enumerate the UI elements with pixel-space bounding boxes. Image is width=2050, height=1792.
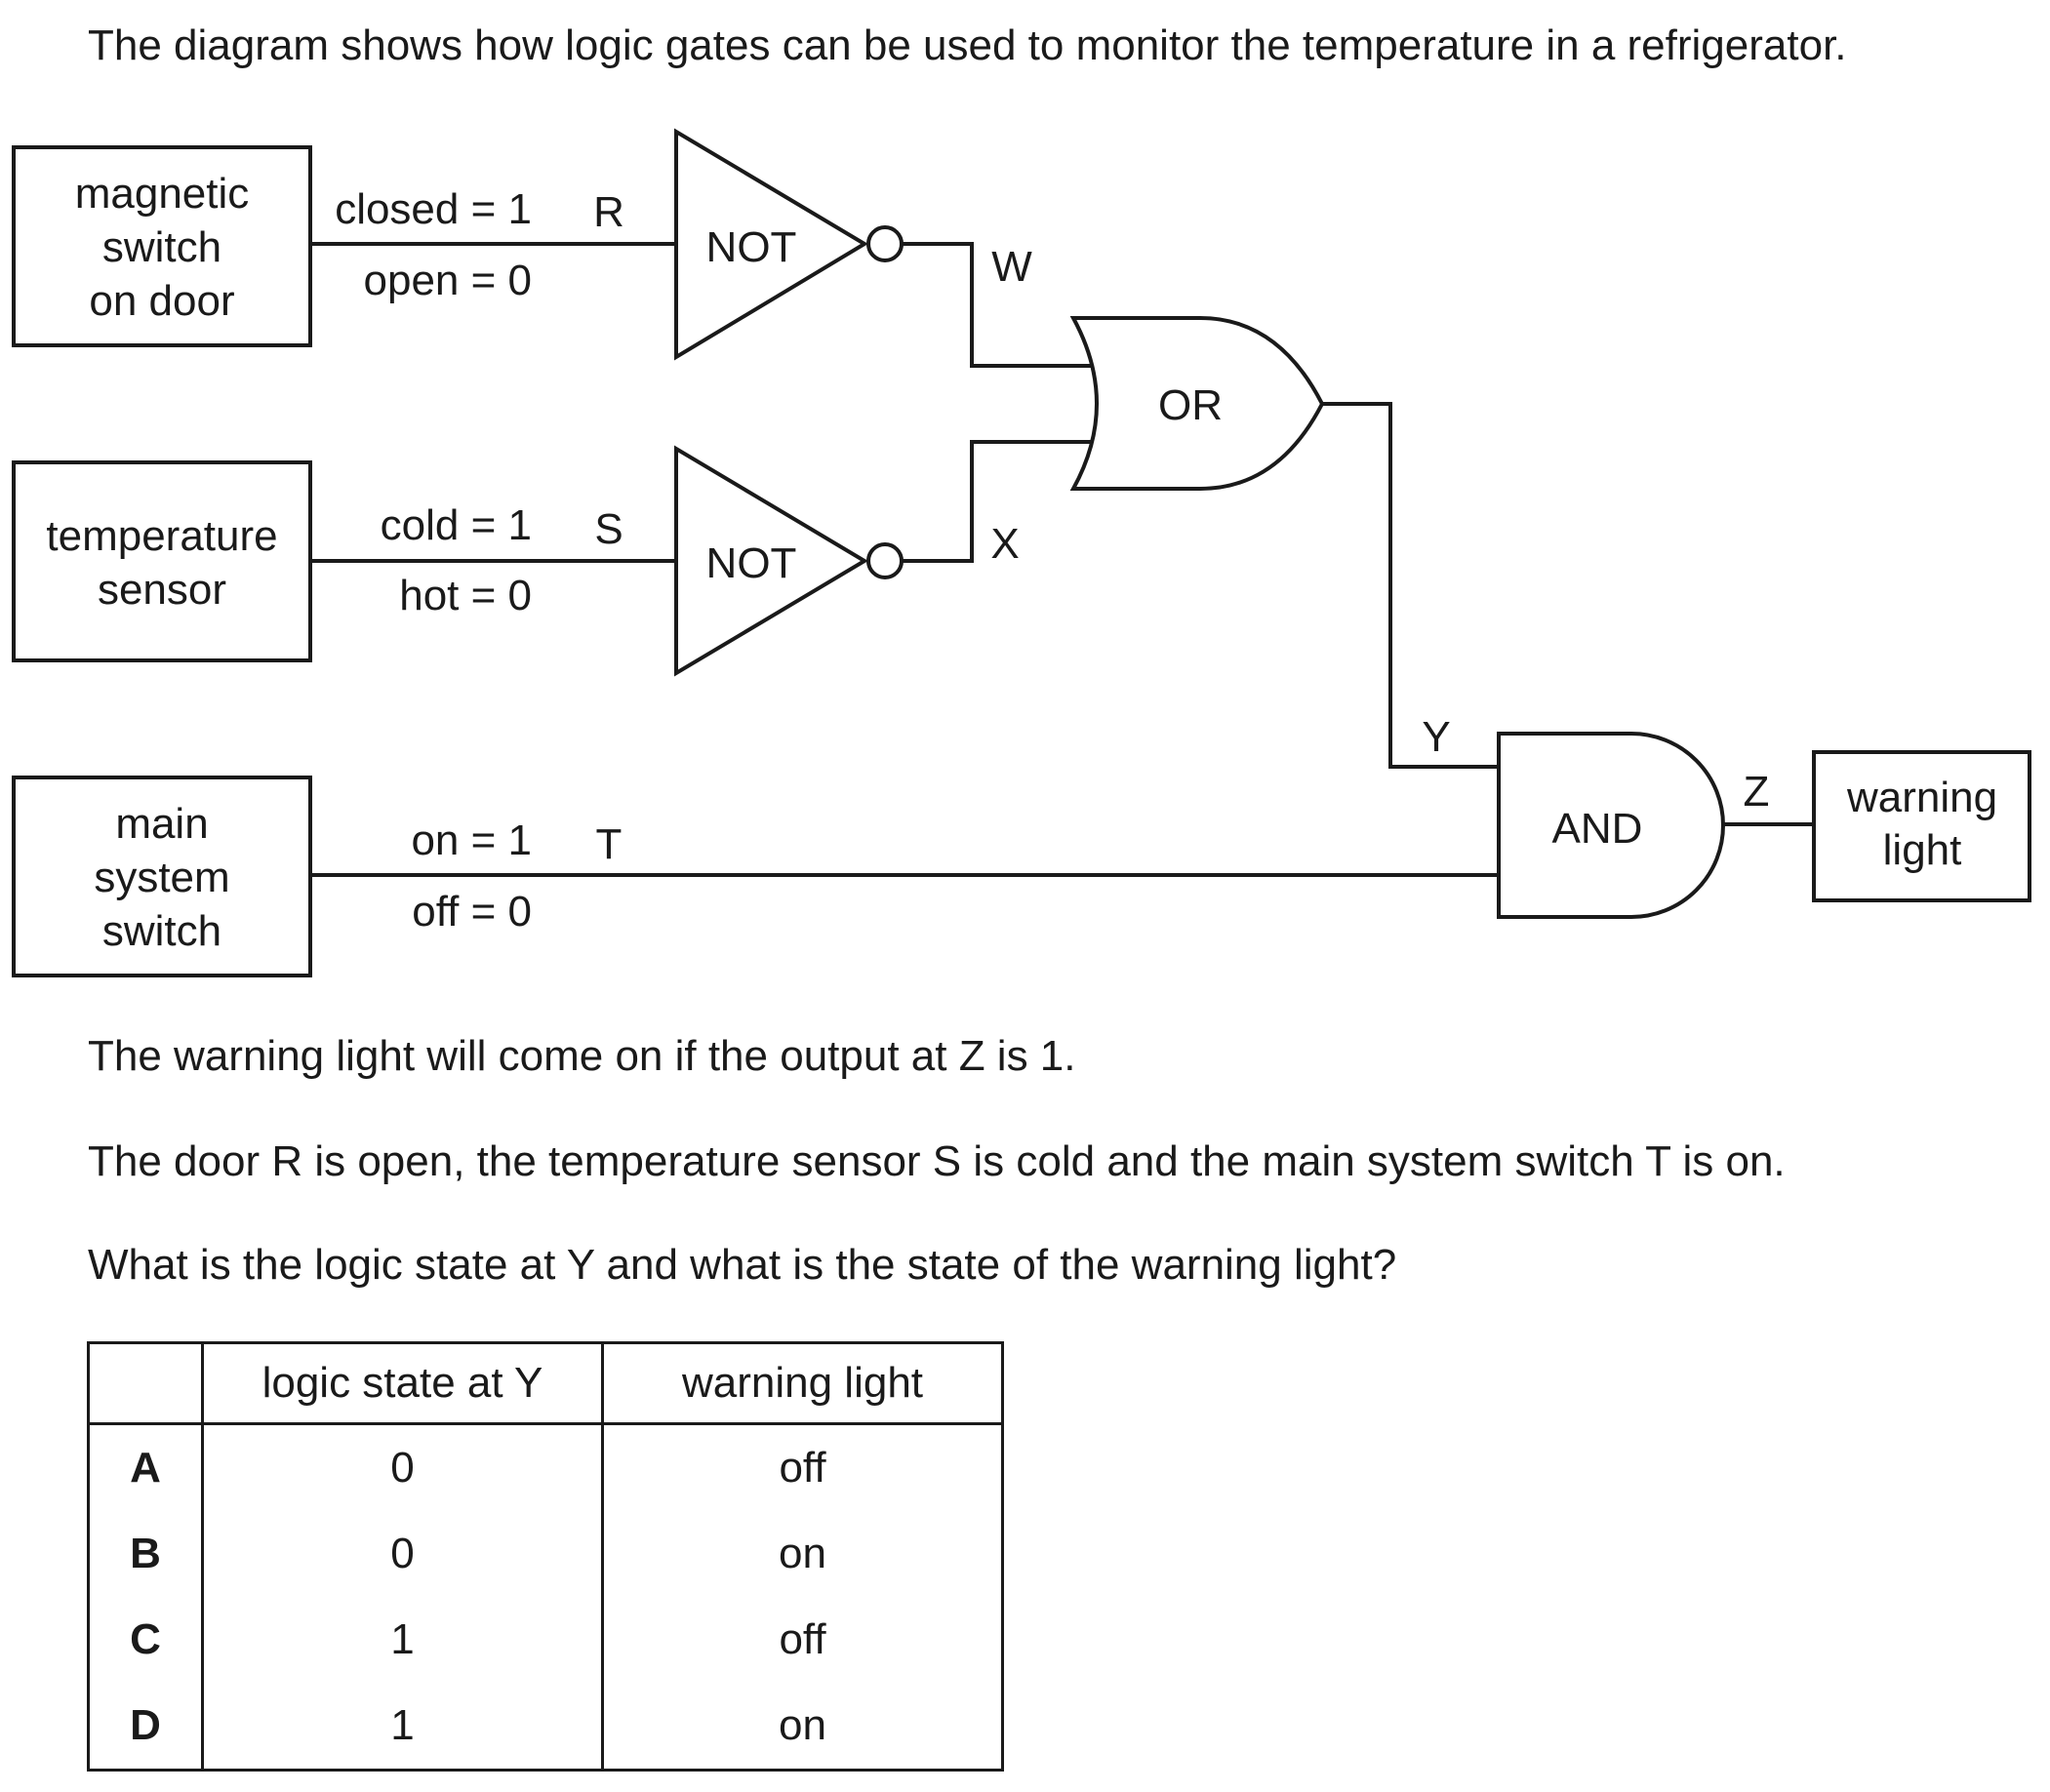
option-letter: A [87,1423,204,1511]
signal-r-label: R [593,188,624,236]
option-letter: C [87,1597,204,1683]
option-light-state: on [601,1511,1004,1597]
door-closed-label: closed = 1 [335,185,532,233]
wire-w [902,242,1093,368]
header-warning-light: warning light [601,1341,1004,1425]
not-gate-2-bubble [866,542,904,579]
option-logic-state: 1 [201,1597,604,1683]
option-logic-state: 0 [201,1423,604,1511]
door-switch-label-3: on door [89,277,234,325]
table-row[interactable]: D 1 on [87,1683,1004,1772]
temperature-sensor-label-1: temperature [46,512,277,560]
node-w-label: W [991,243,1032,291]
intro-text: The diagram shows how logic gates can be… [88,21,1847,69]
option-light-state: on [601,1683,1004,1772]
warning-light-label-2: light [1883,826,1962,874]
answer-options-table: logic state at Y warning light A 0 off B… [87,1341,1004,1772]
wire-x [902,440,1093,563]
signal-t-label: T [596,820,623,868]
signal-s-label: S [594,505,623,553]
header-logic-state-y: logic state at Y [201,1341,604,1425]
door-switch-box [12,145,312,347]
option-letter: D [87,1683,204,1772]
header-option [87,1341,204,1425]
logic-circuit-diagram: magnetic switch on door temperature sens… [12,128,2031,977]
not-gate-2-label: NOT [706,539,797,587]
wire-y [1322,402,1499,769]
question-text: What is the logic state at Y and what is… [88,1241,1397,1289]
warning-light-box [1812,750,2031,902]
option-letter: B [87,1511,204,1597]
not-gate-1-bubble [866,225,904,262]
not-gate-1-label: NOT [706,223,797,271]
option-light-state: off [601,1597,1004,1683]
statement-scenario: The door R is open, the temperature sens… [88,1137,1786,1185]
door-switch-label-1: magnetic [75,170,250,218]
door-switch-label-2: switch [102,223,221,271]
not-gate-2 [674,445,868,677]
table-header-row: logic state at Y warning light [87,1341,1004,1425]
not-gate-1 [674,128,868,361]
node-x-label: X [990,520,1019,568]
or-gate [1069,316,1325,491]
main-switch-box [12,776,312,977]
main-on-label: on = 1 [411,816,532,864]
table-row[interactable]: A 0 off [87,1423,1004,1511]
statement-warning-condition: The warning light will come on if the ou… [88,1032,1076,1080]
door-open-label: open = 0 [364,257,533,304]
temperature-sensor-label-2: sensor [98,566,226,614]
main-switch-label-3: switch [102,907,221,955]
option-light-state: off [601,1423,1004,1511]
option-logic-state: 0 [201,1511,604,1597]
node-y-label: Y [1422,713,1450,761]
table-row[interactable]: B 0 on [87,1511,1004,1597]
option-logic-state: 1 [201,1683,604,1772]
temp-hot-label: hot = 0 [399,572,532,619]
warning-light-label-1: warning [1846,774,1997,821]
main-switch-label-1: main [115,800,208,848]
and-gate [1497,732,1725,919]
main-off-label: off = 0 [412,888,532,936]
temperature-sensor-box [12,460,312,662]
and-gate-label: AND [1552,805,1643,853]
or-gate-label: OR [1158,381,1223,429]
node-z-label: Z [1744,768,1770,816]
main-switch-label-2: system [94,854,229,901]
table-row[interactable]: C 1 off [87,1597,1004,1683]
temp-cold-label: cold = 1 [381,501,532,549]
